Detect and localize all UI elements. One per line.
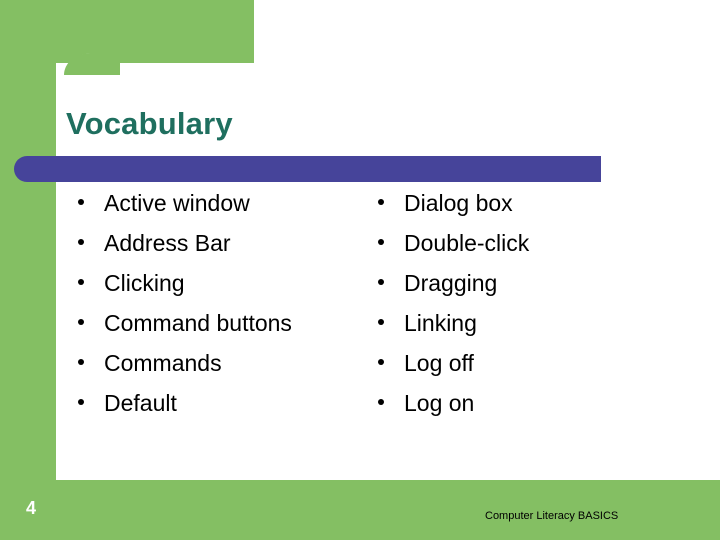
decorative-green-left-bar [0,63,56,540]
footer-text: Computer Literacy BASICS [485,510,619,522]
list-item: Clicking [76,270,376,310]
list-item-label: Clicking [104,270,185,296]
list-item-label: Commands [104,350,222,376]
slide-number: 4 [26,498,37,518]
list-item-label: Address Bar [104,230,231,256]
vocabulary-list-right: Dialog box Double-click Dragging Linking… [376,190,676,430]
bullet-icon [76,236,104,250]
vocabulary-list-left: Active window Address Bar Clicking Comma… [76,190,376,430]
list-item-label: Log on [404,390,475,416]
list-item: Active window [76,190,376,230]
bullet-icon [376,196,404,210]
bullet-icon [76,396,104,410]
list-item-label: Active window [104,190,250,216]
list-item-label: Log off [404,350,474,376]
page-title: Vocabulary [66,106,233,141]
bullet-icon [376,236,404,250]
list-item: Commands [76,350,376,390]
list-item: Address Bar [76,230,376,270]
bullet-icon [376,356,404,370]
list-item: Dragging [376,270,676,310]
decorative-purple-divider [14,156,601,182]
list-item: Double-click [376,230,676,270]
list-item-label: Default [104,390,177,416]
bullet-icon [76,356,104,370]
list-item: Dialog box [376,190,676,230]
list-item-label: Double-click [404,230,530,256]
bullet-icon [376,316,404,330]
list-item: Default [76,390,376,430]
list-item-label: Dragging [404,270,498,296]
list-item: Log on [376,390,676,430]
bullet-icon [376,276,404,290]
bullet-icon [376,396,404,410]
decorative-purple-divider-end [586,156,601,182]
bullet-icon [76,316,104,330]
decorative-green-top-block [0,0,254,63]
list-item-label: Command buttons [104,310,292,336]
decorative-green-notch [64,53,120,75]
list-item: Linking [376,310,676,350]
list-item-label: Linking [404,310,477,336]
bullet-icon [76,196,104,210]
list-item: Command buttons [76,310,376,350]
decorative-green-bottom-bar [0,480,720,540]
list-item-label: Dialog box [404,190,513,216]
list-item: Log off [376,350,676,390]
bullet-icon [76,276,104,290]
